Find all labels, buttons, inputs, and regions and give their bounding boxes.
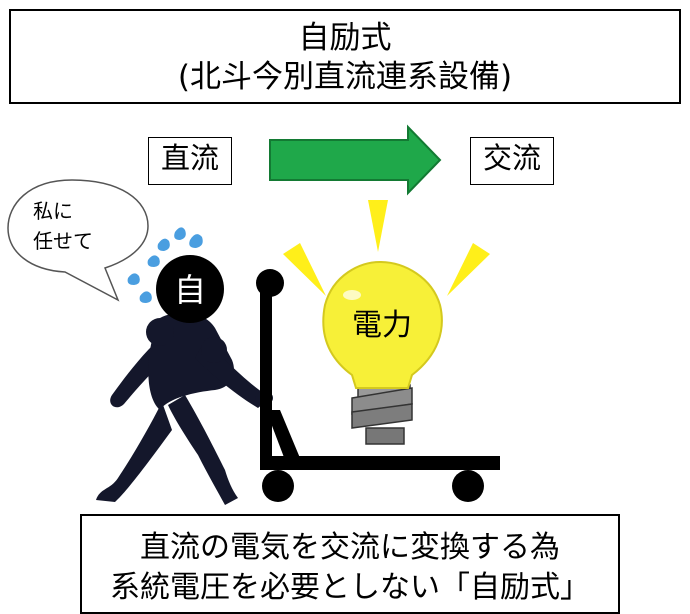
speech-bubble: 私に 任せて bbox=[7, 179, 149, 302]
title-box: 自励式 (北斗今別直流連系設備) bbox=[9, 9, 681, 104]
character-label: 自 bbox=[174, 271, 206, 309]
cart-wheel-left bbox=[262, 470, 294, 502]
dc-label: 直流 bbox=[160, 141, 219, 175]
speech-line-2: 任せて bbox=[33, 229, 93, 253]
caption-box: 直流の電気を交流に変換する為 系統電圧を必要としない「自励式」 bbox=[80, 514, 620, 614]
hand-cart bbox=[256, 269, 500, 502]
caption-line-1: 直流の電気を交流に変換する為 bbox=[140, 530, 560, 565]
cart-wheel-right bbox=[452, 470, 484, 502]
speech-line-1: 私に bbox=[33, 199, 73, 223]
ac-label-box: 交流 bbox=[470, 137, 554, 185]
sweat-drops-icon bbox=[127, 227, 203, 303]
bulb-label: 電力 bbox=[352, 308, 412, 343]
title-line-2: (北斗今別直流連系設備) bbox=[177, 59, 513, 95]
conversion-arrow bbox=[269, 124, 442, 196]
light-bulb-icon bbox=[322, 260, 443, 445]
title-line-1: 自励式 bbox=[298, 20, 392, 56]
ac-label: 交流 bbox=[482, 141, 541, 175]
light-ray-right bbox=[447, 243, 490, 296]
light-ray-left bbox=[283, 243, 326, 296]
caption-line-2: 系統電圧を必要としない「自励式」 bbox=[110, 570, 590, 605]
light-ray-top bbox=[368, 200, 388, 252]
dc-label-box: 直流 bbox=[148, 137, 232, 185]
